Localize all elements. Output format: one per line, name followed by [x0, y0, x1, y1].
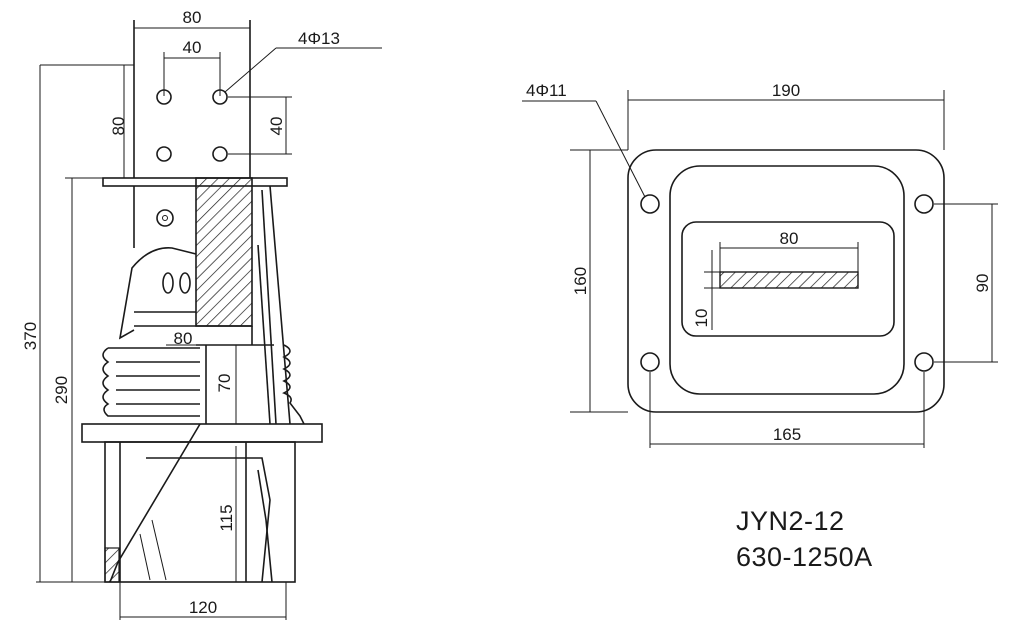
dim-bar-width: 80	[174, 329, 193, 348]
dim-hole-spacing-h: 40	[183, 38, 202, 57]
dim-top-width: 80	[183, 8, 202, 27]
mounting-hole	[914, 352, 934, 372]
outer-flange	[627, 149, 945, 413]
busbar-section	[719, 271, 859, 289]
dim-lower-height: 115	[217, 504, 236, 531]
dim-holes-callout: 4Φ11	[526, 81, 567, 100]
dim-flange-height: 80	[109, 117, 128, 136]
dim-hole-spacing-v: 40	[267, 117, 286, 136]
bar-window	[681, 221, 895, 337]
side-view: 80 40 4Φ13 80 40 370 290 80 70 115 120	[21, 8, 382, 620]
mounting-hole	[640, 194, 660, 214]
dim-bar-depth: 70	[215, 374, 234, 393]
mounting-hole	[212, 146, 228, 162]
model-name: JYN2-12	[736, 506, 845, 536]
dim-overall-height: 160	[571, 267, 590, 295]
dim-bar-width: 80	[780, 229, 799, 248]
dim-hole-spacing-h: 165	[773, 425, 801, 444]
mounting-hole	[156, 146, 172, 162]
flange	[40, 64, 288, 187]
mounting-hole	[156, 89, 172, 105]
model-rating: 630-1250A	[736, 542, 873, 572]
dim-bar-thickness: 10	[692, 309, 711, 328]
dim-overall-height: 370	[21, 322, 40, 350]
dim-holes-callout: 4Φ13	[298, 29, 340, 48]
terminal-plate	[123, 20, 382, 178]
dim-overall-width: 190	[772, 81, 800, 100]
inner-frame	[669, 165, 905, 395]
mounting-hole	[212, 89, 228, 105]
dim-body-height: 290	[52, 376, 71, 404]
top-view: 4Φ11 190 160 90 165 80 10	[522, 81, 998, 448]
dim-base-width: 120	[189, 598, 217, 617]
dim-hole-spacing-v: 90	[973, 274, 992, 293]
lower-base	[81, 423, 323, 583]
busbar-section	[195, 177, 253, 327]
housing-body	[102, 185, 305, 425]
mounting-hole	[914, 194, 934, 214]
mounting-hole	[640, 352, 660, 372]
